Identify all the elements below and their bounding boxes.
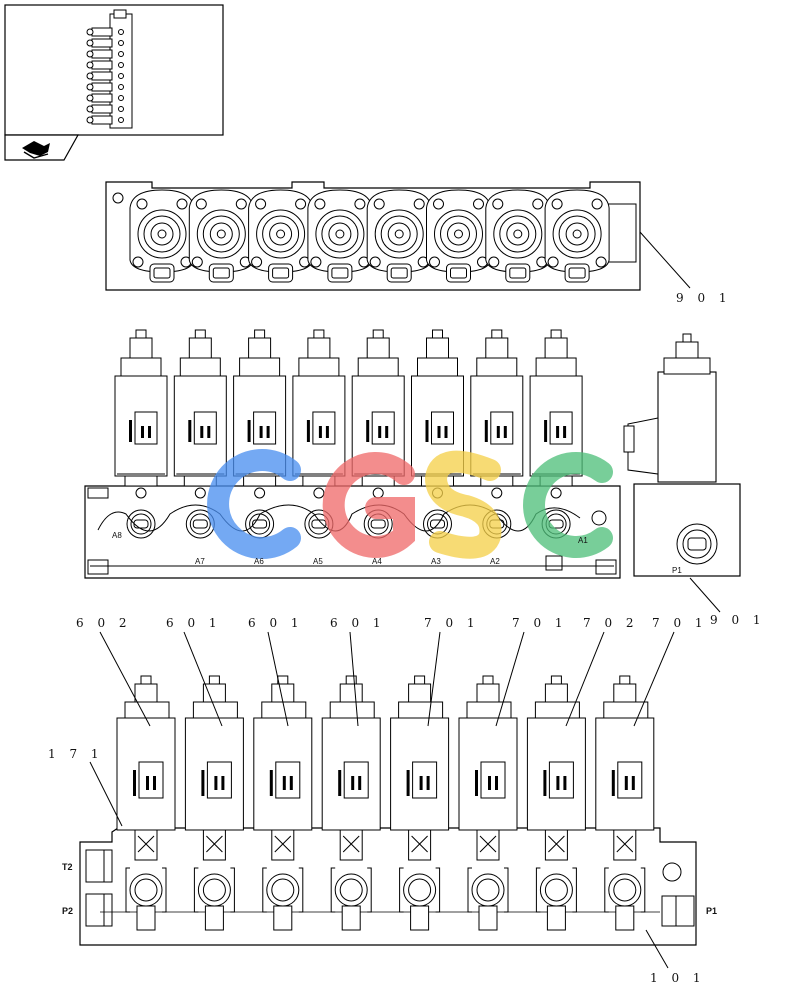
spool-cartridge xyxy=(535,829,577,931)
spool-cartridge xyxy=(125,829,167,931)
base-coil xyxy=(184,675,244,831)
port-label-a8: A8 xyxy=(112,531,122,540)
top-coil-head xyxy=(366,189,432,283)
watermark xyxy=(207,449,613,559)
callout-seal: 1 7 1 xyxy=(48,747,104,761)
port-label-p1-base: P1 xyxy=(706,906,717,916)
front-coil xyxy=(292,329,346,487)
t2-port-fitting xyxy=(85,849,113,883)
inlet-coil xyxy=(623,333,717,483)
port-label-a1: A1 xyxy=(578,536,588,545)
navigate-page-icon[interactable] xyxy=(22,141,50,159)
callout-coil-2: 6 0 1 xyxy=(166,616,222,630)
port-label-a6: A6 xyxy=(254,557,264,566)
callout-coil-6: 7 0 1 xyxy=(512,616,568,630)
top-coil-head xyxy=(248,189,314,283)
callout-coil-4: 6 0 1 xyxy=(330,616,386,630)
leader-line xyxy=(89,761,123,827)
front-coil xyxy=(173,329,227,487)
callout-coil-1: 6 0 2 xyxy=(76,616,132,630)
top-coil-head xyxy=(188,189,254,283)
callout-mid-block: 9 0 1 xyxy=(710,613,766,627)
leader-line xyxy=(689,577,721,613)
callout-coil-7: 7 0 2 xyxy=(583,616,639,630)
leader-line xyxy=(565,631,605,727)
leader-line xyxy=(267,631,289,727)
port-label-a7: A7 xyxy=(195,557,205,566)
leader-lines xyxy=(89,231,721,969)
leader-line xyxy=(183,631,223,727)
base-view-block xyxy=(79,675,697,946)
base-coil xyxy=(458,675,518,831)
port-label-a2: A2 xyxy=(490,557,500,566)
spool-cartridge xyxy=(604,829,646,931)
top-coil-head xyxy=(426,189,491,283)
callout-coil-8: 7 0 1 xyxy=(652,616,708,630)
spool-cartridge xyxy=(193,829,235,931)
base-coil xyxy=(390,675,450,831)
callout-coil-5: 7 0 1 xyxy=(424,616,480,630)
top-coil-head xyxy=(544,189,610,283)
top-coil-head xyxy=(129,189,195,283)
leader-line xyxy=(645,929,669,969)
spool-cartridge xyxy=(399,829,441,931)
port-labels: A8 A7 A6 A5 A4 A3 A2 A1 P1 T2 P2 P1 xyxy=(62,531,717,916)
top-view-block xyxy=(105,181,641,291)
base-coil xyxy=(321,675,381,831)
watermark-letter xyxy=(424,450,502,559)
watermark-letter xyxy=(207,449,301,559)
base-coil xyxy=(253,675,313,831)
callout-base-block: 1 0 1 xyxy=(650,971,706,985)
base-coil xyxy=(526,675,586,831)
base-coil xyxy=(116,675,176,831)
leader-line xyxy=(495,631,525,727)
port-label-a5: A5 xyxy=(313,557,323,566)
callout-labels: 9 0 1 9 0 1 1 0 1 1 7 1 6 0 2 6 0 1 6 0 … xyxy=(48,291,766,985)
leader-line xyxy=(633,631,675,727)
callout-top-block: 9 0 1 xyxy=(676,291,732,305)
front-coil xyxy=(114,329,168,487)
p2-port-fitting xyxy=(85,893,113,927)
port-label-p1-mid: P1 xyxy=(672,566,682,575)
top-coil-head xyxy=(307,189,373,283)
port-label-a4: A4 xyxy=(372,557,382,566)
watermark-letter xyxy=(523,452,613,558)
leader-line xyxy=(639,231,691,289)
callout-coil-3: 6 0 1 xyxy=(248,616,304,630)
leader-line xyxy=(99,631,151,727)
spool-cartridge xyxy=(262,829,304,931)
port-label-t2: T2 xyxy=(62,862,73,872)
leader-line xyxy=(349,631,359,727)
watermark-letter xyxy=(322,452,415,558)
spool-cartridge xyxy=(467,829,509,931)
p1-port-fitting xyxy=(661,895,695,927)
base-coil xyxy=(595,675,655,831)
valve-assembly-icon xyxy=(86,9,133,129)
top-coil-head xyxy=(485,189,551,283)
port-label-a3: A3 xyxy=(431,557,441,566)
thumbnail-panel xyxy=(4,4,224,161)
port-label-p2: P2 xyxy=(62,906,73,916)
spool-cartridge xyxy=(330,829,372,931)
leader-line xyxy=(427,631,441,727)
